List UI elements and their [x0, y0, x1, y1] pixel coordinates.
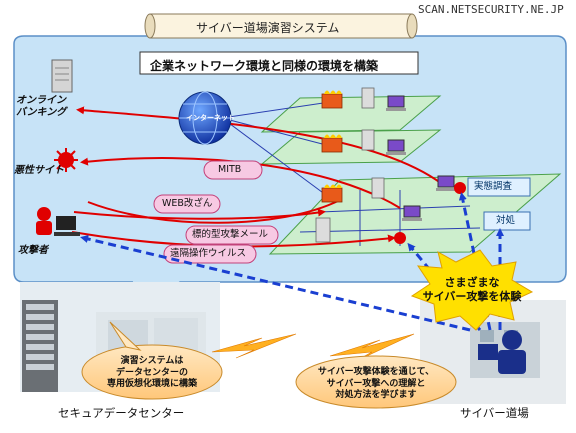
network-lines: [221, 101, 481, 246]
attacker-label: 攻撃者: [18, 245, 48, 256]
investigation-label: 実態調査: [474, 181, 513, 192]
remote-virus-label: 遠隔操作ウイルス: [170, 248, 247, 259]
bubble-left-line3: 専用仮想化環境に構築: [106, 379, 197, 390]
firewall-flames: [324, 90, 342, 188]
virus-markers: [394, 182, 466, 244]
environment-caption-box: [139, 51, 419, 75]
malicious-site-virus-icon: [54, 148, 78, 172]
diagram-title: サイバー道場演習システム: [196, 21, 340, 35]
server-icons: [315, 87, 385, 243]
firewall-icons: [321, 93, 343, 203]
bubble-left-shape: [81, 321, 223, 400]
targeted-mail-label: 標的型攻撃メール: [192, 229, 269, 240]
bubble-right-text: サイバー攻撃体験を通じて、 サイバー攻撃への理解と 対処方法を学びます: [306, 367, 446, 402]
pc-icons: [386, 95, 456, 221]
web-tamper-label: WEB改ざん: [162, 198, 213, 209]
pill-targeted-mail: [185, 225, 279, 245]
bubble-right-line2: サイバー攻撃への理解と: [326, 378, 426, 389]
attacker-icon: [36, 207, 80, 236]
online-banking-label-line1: オンライン: [16, 95, 66, 106]
pill-web-tamper: [153, 194, 221, 214]
experience-burst-text: さまざまな サイバー攻撃を体験: [417, 276, 527, 304]
lightning-left: [211, 333, 297, 359]
bubble-left-line2: データセンターの: [115, 367, 188, 378]
bubble-right-line1: サイバー攻撃体験を通じて、: [317, 367, 435, 377]
investigation-box: [467, 177, 531, 197]
experience-burst: [410, 249, 534, 331]
online-banking-label-line2: バンキング: [16, 107, 67, 118]
bank-server-icon: [51, 59, 73, 93]
experience-burst-line1: さまざまな: [444, 276, 500, 289]
experience-burst-line2: サイバー攻撃を体験: [422, 289, 522, 303]
pill-remote-virus: [163, 244, 257, 264]
datacenter-label: セキュアデータセンター: [58, 406, 185, 420]
dojo-person-icon: [478, 330, 526, 374]
internet-label: インターネット: [186, 114, 235, 122]
network-panel: [13, 35, 567, 333]
environment-caption: 企業ネットワーク環境と同様の環境を構築: [150, 59, 379, 73]
response-box: [483, 211, 531, 231]
bubble-left-text: 演習システムは データセンターの 専用仮想化環境に構築: [92, 356, 212, 391]
malicious-site-label: 悪性サイト: [14, 165, 64, 176]
mitb-label: MITB: [218, 164, 242, 175]
attack-pills: [153, 160, 279, 264]
title-scroll: [144, 13, 418, 39]
bubble-right-line3: 対処方法を学びます: [335, 390, 417, 401]
response-label: 対処: [496, 215, 516, 226]
pill-mitb: [203, 160, 263, 180]
bubble-left-line1: 演習システムは: [120, 356, 184, 366]
internet-globe-icon: [178, 91, 232, 145]
watermark-text: SCAN.NETSECURITY.NE.JP: [418, 3, 564, 16]
lightning-right: [329, 333, 415, 363]
dojo-label: サイバー道場: [460, 406, 529, 420]
bubble-right-shape: [295, 355, 457, 409]
